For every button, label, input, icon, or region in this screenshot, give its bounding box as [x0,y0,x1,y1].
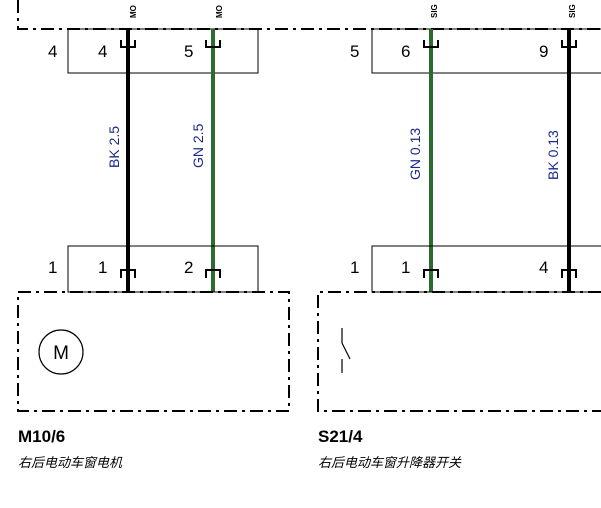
upper-left-cavity-2: 5 [184,42,193,61]
lower-terminal-1 [120,269,136,278]
wire-label-gn-0-13: GN 0.13 [407,128,423,180]
upper-terminal-3 [423,40,439,48]
lower-connector-left: 1 1 2 [48,245,259,293]
top-label-sig-1: SIG [430,4,439,18]
wire-label-gn-2-5: GN 2.5 [190,123,206,168]
motor-symbol-letter: M [53,343,69,364]
lower-terminal-symbols [120,269,577,278]
upper-terminal-2 [205,40,221,48]
lower-left-connector-pin: 1 [48,258,57,277]
upper-component-boundary [17,0,601,30]
lower-left-cavity-2: 2 [184,258,193,277]
lower-right-cavity-1: 1 [401,258,410,277]
lower-right-cavity-2: 4 [539,258,548,277]
top-label-sig-2: SIG [568,4,577,18]
switch-icon [341,328,351,373]
upper-right-cavity-1: 6 [401,42,410,61]
wires [126,29,571,292]
top-label-mo-2: MO [215,5,224,18]
component-id-switch: S21/4 [318,427,363,446]
component-id-motor: M10/6 [18,427,65,446]
wire-label-bk-2-5: BK 2.5 [106,126,122,168]
upper-connector-right: 5 6 9 [350,28,601,74]
lower-terminal-4 [561,269,577,278]
component-box-motor [17,291,290,412]
upper-terminal-1 [120,40,136,48]
upper-left-connector-pin: 4 [48,42,57,61]
lower-terminal-2 [205,269,221,278]
lower-right-connector-pin: 1 [350,258,359,277]
upper-terminal-4 [561,40,577,48]
wire-label-bk-0-13: BK 0.13 [545,130,561,180]
lower-terminal-3 [423,269,439,278]
component-desc-motor: 右后电动车窗电机 [18,456,123,471]
component-box-switch [317,291,601,412]
motor-icon: M [38,329,84,375]
upper-terminal-symbols [120,40,577,48]
upper-right-connector-pin: 5 [350,42,359,61]
component-desc-switch: 右后电动车窗升降器开关 [318,456,462,471]
upper-right-cavity-2: 9 [539,42,548,61]
upper-connector-left: 4 4 5 [48,28,259,74]
lower-left-cavity-1: 1 [98,258,107,277]
upper-left-cavity-1: 4 [98,42,107,61]
top-label-mo-1: MO [129,5,138,18]
